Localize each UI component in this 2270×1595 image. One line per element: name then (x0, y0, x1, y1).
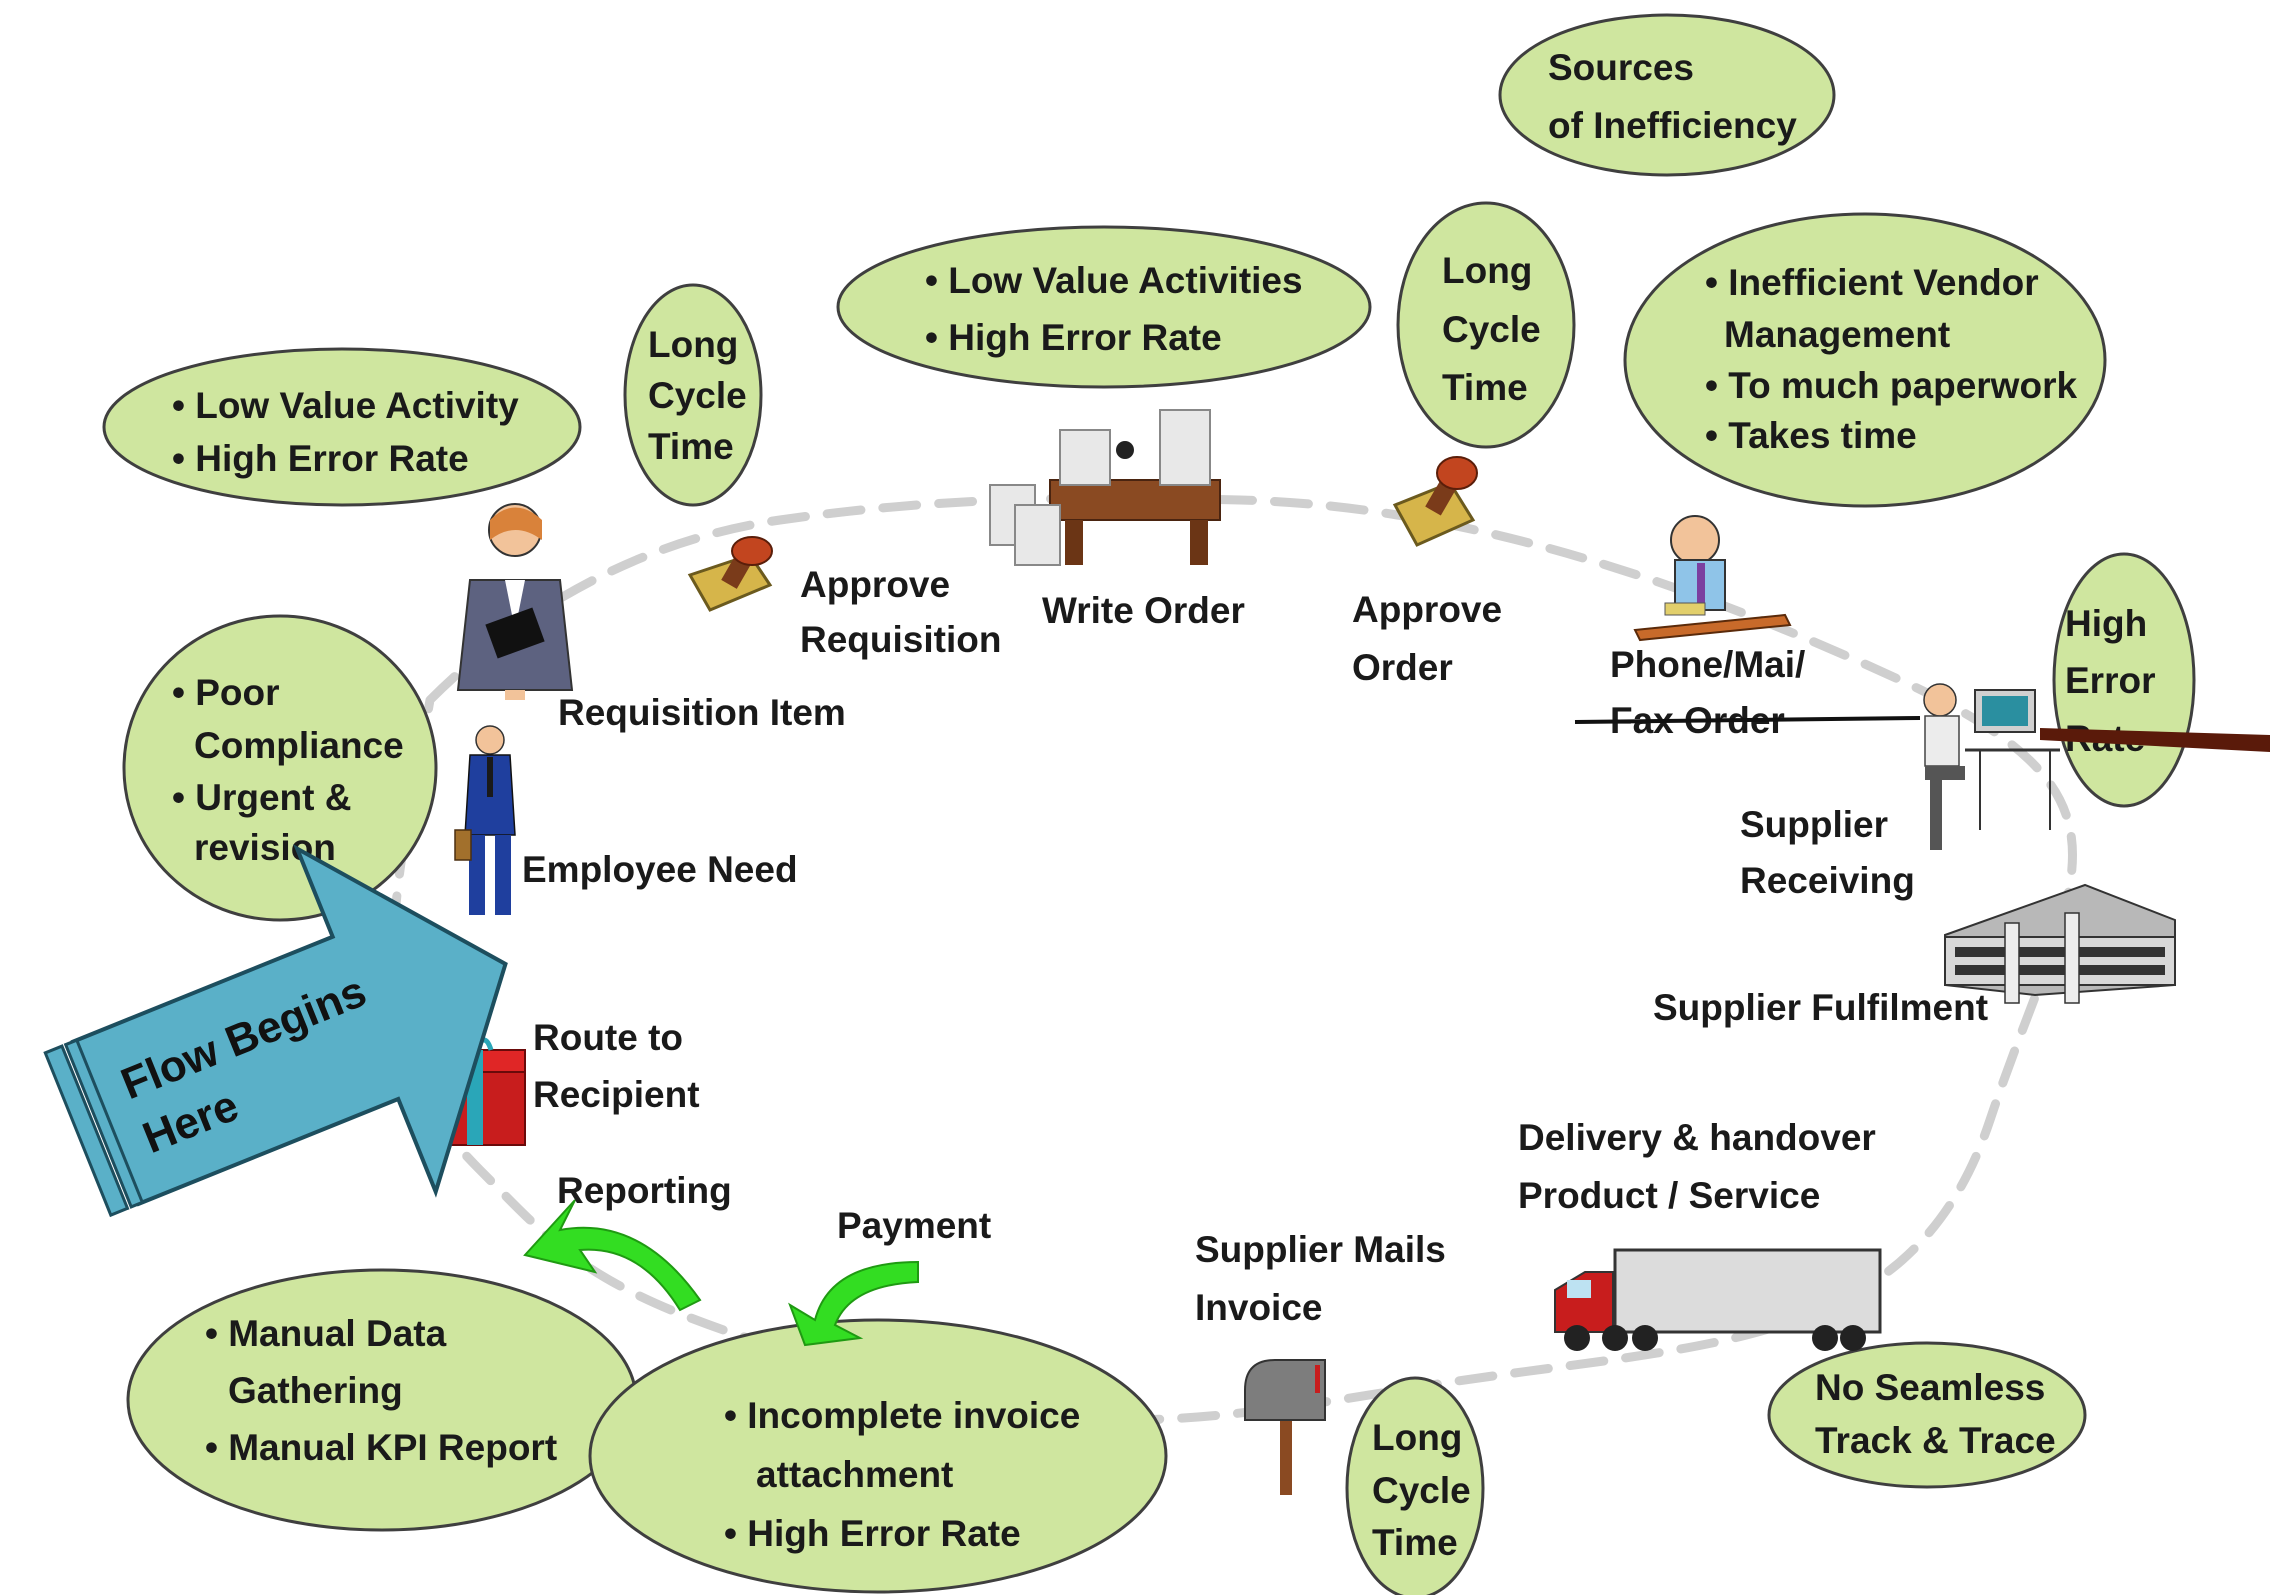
svg-text:attachment: attachment (756, 1454, 953, 1495)
process-loop-path (388, 493, 2077, 1425)
svg-text:• To much paperwork: • To much paperwork (1705, 365, 2077, 406)
desk-with-papers-icon (989, 409, 1221, 566)
label-reporting: Reporting (557, 1170, 732, 1211)
oval-no-seamless-track: No Seamless Track & Trace (1767, 1341, 2087, 1489)
svg-text:Receiving: Receiving (1740, 860, 1915, 901)
svg-text:• Manual Data: • Manual Data (205, 1313, 447, 1354)
svg-text:Cycle: Cycle (648, 375, 747, 416)
svg-text:of Inefficiency: of Inefficiency (1548, 105, 1797, 146)
oval-vendor-management: • Inefficient Vendor Management • To muc… (1623, 212, 2107, 508)
svg-text:• High Error Rate: • High Error Rate (724, 1513, 1021, 1554)
label-delivery-handover: Delivery & handover Product / Service (1518, 1117, 1876, 1216)
svg-text:Route to: Route to (533, 1017, 683, 1058)
svg-text:Employee Need: Employee Need (522, 849, 798, 890)
label-supplier-fulfilment: Supplier Fulfilment (1653, 987, 1988, 1028)
rubber-stamp-icon (1392, 456, 1478, 547)
svg-text:• Takes time: • Takes time (1705, 415, 1917, 456)
oval-sources-of-inefficiency: Sources of Inefficiency (1498, 13, 1836, 177)
warehouse-building-icon (1944, 883, 2176, 1004)
man-with-briefcase-icon (454, 725, 516, 915)
svg-text:• Urgent &: • Urgent & (172, 777, 351, 818)
oval-low-value-activities: • Low Value Activities • High Error Rate (836, 225, 1372, 389)
label-approve-requisition: Approve Requisition (800, 564, 1001, 660)
svg-text:No Seamless: No Seamless (1815, 1367, 2045, 1408)
svg-text:Invoice: Invoice (1195, 1287, 1323, 1328)
svg-text:Phone/Mai/: Phone/Mai/ (1610, 644, 1805, 685)
svg-text:High: High (2065, 603, 2147, 644)
label-phone-fax-order: Phone/Mai/ Fax Order (1574, 644, 1921, 741)
svg-text:Long: Long (1442, 250, 1532, 291)
delivery-truck-icon (1554, 1248, 1882, 1351)
svg-text:Supplier: Supplier (1740, 804, 1888, 845)
dark-pointer-line (2040, 728, 2270, 752)
oval-low-value-activity: • Low Value Activity • High Error Rate (102, 347, 582, 507)
svg-text:Approve: Approve (1352, 589, 1502, 630)
svg-text:Sources: Sources (1548, 47, 1694, 88)
svg-text:Approve: Approve (800, 564, 950, 605)
svg-text:Order: Order (1352, 647, 1453, 688)
label-approve-order: Approve Order (1352, 589, 1502, 688)
label-employee-need: Employee Need (522, 849, 798, 890)
svg-text:Gathering: Gathering (228, 1370, 403, 1411)
person-on-phone-icon (1633, 515, 1792, 642)
green-arrow-reporting-icon (523, 1199, 702, 1312)
svg-text:Product / Service: Product / Service (1518, 1175, 1820, 1216)
svg-text:Recipient: Recipient (533, 1074, 700, 1115)
svg-text:Reporting: Reporting (557, 1170, 732, 1211)
svg-text:Requisition: Requisition (800, 619, 1001, 660)
svg-text:Error: Error (2065, 660, 2155, 701)
svg-text:Time: Time (1442, 367, 1528, 408)
svg-text:Time: Time (648, 426, 734, 467)
svg-text:• Inefficient Vendor: • Inefficient Vendor (1705, 262, 2039, 303)
svg-text:Time: Time (1372, 1522, 1458, 1563)
label-supplier-mails-invoice: Supplier Mails Invoice (1195, 1229, 1446, 1328)
svg-text:• Low Value Activity: • Low Value Activity (172, 385, 519, 426)
label-requisition-item: Requisition Item (558, 692, 846, 733)
svg-text:Delivery & handover: Delivery & handover (1518, 1117, 1876, 1158)
label-payment: Payment (837, 1205, 991, 1246)
mailbox-icon (1244, 1359, 1326, 1495)
oval-manual-data: • Manual Data Gathering • Manual KPI Rep… (126, 1268, 638, 1532)
oval-long-cycle-time-1: Long Cycle Time (623, 283, 763, 507)
woman-with-clipboard-icon (456, 503, 574, 700)
svg-text:Write Order: Write Order (1042, 590, 1245, 631)
svg-text:• Incomplete invoice: • Incomplete invoice (724, 1395, 1080, 1436)
person-at-computer-icon (1923, 683, 2060, 850)
svg-text:• High Error Rate: • High Error Rate (172, 438, 469, 479)
svg-text:• Poor: • Poor (172, 672, 280, 713)
rubber-stamp-icon (687, 536, 773, 612)
svg-text:Long: Long (648, 324, 738, 365)
oval-poor-compliance: • Poor Compliance • Urgent & revision (122, 614, 438, 922)
svg-text:Management: Management (1724, 314, 1950, 355)
svg-text:• Manual KPI Report: • Manual KPI Report (205, 1427, 557, 1468)
label-route-to-recipient: Route to Recipient (533, 1017, 700, 1115)
svg-text:Payment: Payment (837, 1205, 991, 1246)
label-write-order: Write Order (1042, 590, 1245, 631)
svg-text:Cycle: Cycle (1442, 309, 1541, 350)
svg-text:Long: Long (1372, 1417, 1462, 1458)
green-arrow-payment-icon (788, 1260, 919, 1347)
svg-text:• Low Value Activities: • Low Value Activities (925, 260, 1303, 301)
svg-text:Compliance: Compliance (194, 725, 404, 766)
svg-text:Track & Trace: Track & Trace (1815, 1420, 2056, 1461)
label-supplier-receiving: Supplier Receiving (1740, 804, 1915, 901)
svg-text:Cycle: Cycle (1372, 1470, 1471, 1511)
oval-incomplete-invoice: • Incomplete invoice attachment • High E… (588, 1318, 1168, 1594)
svg-text:Requisition Item: Requisition Item (558, 692, 846, 733)
svg-text:Supplier Fulfilment: Supplier Fulfilment (1653, 987, 1988, 1028)
svg-text:Supplier Mails: Supplier Mails (1195, 1229, 1446, 1270)
oval-long-cycle-time-3: Long Cycle Time (1345, 1376, 1485, 1595)
oval-long-cycle-time-2: Long Cycle Time (1396, 201, 1576, 449)
svg-text:• High Error Rate: • High Error Rate (925, 317, 1222, 358)
oval-high-error-rate: High Error Rate (2052, 552, 2196, 808)
